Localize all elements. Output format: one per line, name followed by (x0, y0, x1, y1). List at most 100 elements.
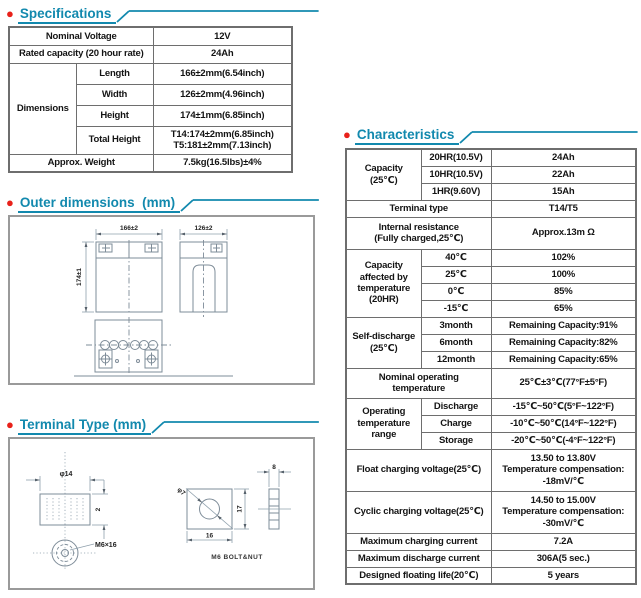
bolt-plate-drawing (185, 469, 291, 543)
header-rule (180, 199, 319, 212)
table-row: Rated capacity (20 hour rate) 24Ah (8, 44, 293, 64)
dim-hole-diameter: φ7 (176, 487, 187, 498)
char-value: -20℃~50℃(-4°F~122°F) (490, 431, 637, 450)
table-row: Height 174±1mm(6.85inch) (9, 104, 293, 127)
battery-side-view (179, 240, 228, 317)
char-value: 102% (490, 248, 637, 267)
spec-label: Rated capacity (20 hour rate) (8, 44, 154, 64)
char-value: -10℃~50℃(14°F~122°F) (490, 414, 637, 433)
char-condition: Charge (420, 414, 492, 433)
char-value: 100% (490, 265, 637, 284)
table-row: Float charging voltage(25℃) 13.50 to 13.… (345, 448, 637, 492)
table-row: Maximum charging current 7.2A (345, 532, 637, 551)
battery-top-view (74, 317, 233, 377)
bullet-icon: ● (6, 417, 14, 432)
table-row: Cyclic charging voltage(25℃) 14.50 to 15… (345, 490, 637, 534)
terminal-type-panel: φ14 2 M6×16 (8, 437, 315, 590)
dim-terminal-height: 2 (95, 507, 102, 511)
spec-value: 12V (152, 26, 293, 46)
char-value: Remaining Capacity:82% (490, 333, 637, 352)
char-condition: 3month (420, 316, 492, 335)
terminal-post-drawing (26, 452, 108, 570)
table-row: Terminal type T14/T5 (345, 199, 637, 218)
char-label: Operating temperature range (345, 397, 422, 450)
dim-front-height: 174±1 (76, 268, 83, 286)
table-row: Maximum discharge current 306A(5 sec.) (345, 549, 637, 568)
outer-dimensions-panel: 166±2 126±2 174±1 (8, 215, 315, 385)
char-value: 5 years (490, 566, 637, 585)
table-row: 12month Remaining Capacity:65% (346, 350, 637, 369)
characteristics-header: ● Characteristics (343, 126, 638, 145)
table-row: Self-discharge (25℃) 3month Remaining Ca… (345, 316, 637, 369)
table-row: Capacity affected by temperature (20HR) … (345, 248, 637, 318)
dim-side-width: 126±2 (194, 225, 212, 232)
char-label: Terminal type (345, 199, 492, 218)
table-row: 6month Remaining Capacity:82% (346, 333, 637, 352)
battery-front-view (95, 240, 163, 315)
specifications-table: Nominal Voltage 12V Rated capacity (20 h… (8, 26, 294, 173)
dim-plate-height: 17 (237, 505, 244, 513)
char-condition: 10HR(10.5V) (420, 165, 492, 184)
dim-front-width: 166±2 (120, 225, 138, 232)
outer-dimensions-drawing: 166±2 126±2 174±1 (74, 225, 233, 377)
outer-dimensions-title: Outer dimensions (mm) (17, 194, 181, 213)
char-value: Approx.13m Ω (490, 216, 637, 250)
char-label: Maximum discharge current (345, 549, 492, 568)
char-value: -15℃~50℃(5°F~122°F) (490, 397, 637, 416)
table-row: Dimensions Length 166±2mm(6.54inch) (8, 62, 293, 155)
char-label: Capacity (25℃) (345, 148, 422, 201)
char-condition: 12month (420, 350, 492, 369)
char-value: 15Ah (490, 182, 637, 201)
char-label: Internal resistance (Fully charged,25℃) (345, 216, 492, 250)
spec-value: T14:174±2mm(6.85inch) T5:181±2mm(7.13inc… (152, 125, 293, 155)
char-value: 22Ah (490, 165, 637, 184)
specifications-header: ● Specifications (6, 5, 319, 24)
char-condition: -15℃ (420, 299, 492, 318)
spec-value: 166±2mm(6.54inch) (152, 62, 293, 85)
specifications-title: Specifications (17, 5, 117, 24)
bolt-nut-caption: M6 BOLT&NUT (211, 554, 263, 561)
table-row: Designed floating life(20℃) 5 years (345, 566, 637, 585)
spec-value: 126±2mm(4.96inch) (152, 83, 293, 106)
char-label: Maximum charging current (345, 532, 492, 551)
char-value: T14/T5 (490, 199, 637, 218)
char-label: Float charging voltage(25℃) (345, 448, 492, 492)
table-row: Total Height T14:174±2mm(6.85inch) T5:18… (9, 125, 293, 155)
header-rule (116, 10, 319, 23)
terminal-type-header: ● Terminal Type (mm) (6, 416, 319, 435)
spec-value: 174±1mm(6.85inch) (152, 104, 293, 127)
bullet-icon: ● (6, 195, 14, 210)
spec-sublabel: Length (75, 62, 154, 85)
bullet-icon: ● (6, 6, 14, 21)
spec-sublabel: Height (75, 104, 154, 127)
characteristics-table: Capacity (25℃) 20HR(10.5V) 24Ah 10HR(10.… (345, 148, 637, 585)
spec-value: 7.5kg(16.5lbs)±4% (152, 153, 293, 173)
table-row: Nominal operating temperature 25℃±3℃(77°… (345, 367, 637, 399)
spec-label: Approx. Weight (8, 153, 154, 173)
dim-terminal-diameter: φ14 (60, 471, 73, 478)
char-value: 13.50 to 13.80V Temperature compensation… (490, 448, 637, 492)
char-condition: 25℃ (420, 265, 492, 284)
char-label: Self-discharge (25℃) (345, 316, 422, 369)
terminal-type-title: Terminal Type (mm) (17, 416, 152, 435)
spec-sublabel: Width (75, 83, 154, 106)
terminal-type-drawing: φ14 2 M6×16 (26, 452, 291, 570)
char-label: Cyclic charging voltage(25℃) (345, 490, 492, 534)
dim-plate-width: 16 (206, 533, 214, 540)
spec-label: Dimensions (8, 62, 77, 155)
outer-dimensions-header: ● Outer dimensions (mm) (6, 194, 319, 213)
char-condition: 20HR(10.5V) (420, 148, 492, 167)
char-condition: 0℃ (420, 282, 492, 301)
dimension-lines (82, 229, 228, 313)
char-value: 14.50 to 15.00V Temperature compensation… (490, 490, 637, 534)
table-row: Approx. Weight 7.5kg(16.5lbs)±4% (8, 153, 293, 173)
dim-plate-thickness: 8 (272, 464, 276, 471)
char-label: Designed floating life(20℃) (345, 566, 492, 585)
table-row: Nominal Voltage 12V (8, 26, 293, 46)
char-value: 24Ah (490, 148, 637, 167)
char-value: Remaining Capacity:91% (490, 316, 637, 335)
char-value: 85% (490, 282, 637, 301)
spec-value: 24Ah (152, 44, 293, 64)
char-condition: Storage (420, 431, 492, 450)
